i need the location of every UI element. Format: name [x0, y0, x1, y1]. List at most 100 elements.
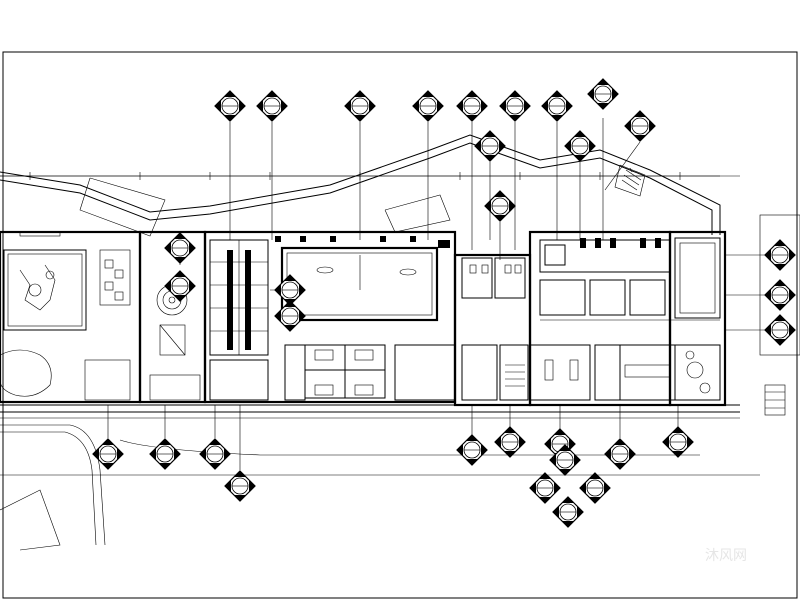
callout-symbol [344, 90, 376, 122]
callout-arrow [495, 436, 501, 448]
callout-arrow [597, 79, 609, 85]
callout-arrow [589, 473, 601, 479]
callout-arrow [281, 100, 287, 112]
sheet-border [2, 51, 798, 599]
callout-arrow [494, 191, 506, 197]
swimming-pool [275, 236, 450, 322]
callout-arrow [224, 91, 236, 97]
callout-arrow [275, 284, 281, 296]
callout-arrow [614, 463, 626, 469]
callout-arrow [224, 448, 230, 460]
callout-symbol [764, 279, 796, 311]
callout-arrow [117, 448, 123, 460]
callout-symbol [274, 274, 306, 306]
callout-symbol [256, 90, 288, 122]
callout-arrow [789, 249, 795, 261]
callout-arrow [789, 289, 795, 301]
callout-arrow [604, 482, 610, 494]
callout-arrow [174, 271, 186, 277]
lower-right-rooms [529, 344, 721, 401]
callout-symbol [579, 472, 611, 504]
callout-symbol [214, 90, 246, 122]
callout-arrow [634, 111, 646, 117]
callout-symbol [764, 314, 796, 346]
callout-arrow [422, 91, 434, 97]
fitness-room [539, 237, 721, 321]
callout-arrow [239, 100, 245, 112]
callout-arrow [605, 448, 611, 460]
callout-arrow [499, 140, 505, 152]
callout-arrow [589, 140, 595, 152]
callout-arrow [475, 140, 481, 152]
callout-arrow [485, 200, 491, 212]
callout-arrow [774, 304, 786, 310]
dimension-line-top [0, 172, 740, 180]
section-callouts [92, 78, 796, 528]
callout-symbol [662, 426, 694, 458]
callout-arrow [189, 280, 195, 292]
callout-arrow [569, 438, 575, 450]
callout-symbol [456, 434, 488, 466]
callout-symbol [499, 90, 531, 122]
callout-arrow [200, 448, 206, 460]
callout-arrow [284, 325, 296, 331]
callout-arrow [562, 521, 574, 527]
callout-arrow [284, 301, 296, 307]
callout-arrow [484, 155, 496, 161]
callout-arrow [266, 91, 278, 97]
callout-arrow [597, 103, 609, 109]
driveway [0, 424, 760, 551]
callout-arrow [554, 482, 560, 494]
callout-arrow [524, 100, 530, 112]
callout-arrow [257, 100, 263, 112]
callout-arrow [209, 439, 221, 445]
callout-arrow [215, 100, 221, 112]
callout-arrow [629, 448, 635, 460]
callout-arrow [225, 480, 231, 492]
callout-arrow [765, 289, 771, 301]
callout-arrow [625, 120, 631, 132]
callout-symbol [456, 90, 488, 122]
callout-symbol [149, 438, 181, 470]
callout-arrow [774, 315, 786, 321]
callout-arrow [150, 448, 156, 460]
callout-arrow [354, 115, 366, 121]
callout-arrow [354, 91, 366, 97]
callout-arrow [509, 91, 521, 97]
callout-arrow [234, 471, 246, 477]
callout-arrow [612, 88, 618, 100]
callout-arrow [93, 448, 99, 460]
callout-arrow [437, 100, 443, 112]
callout-arrow [672, 451, 684, 457]
callout-symbol [224, 470, 256, 502]
callout-arrow [562, 497, 574, 503]
service-rooms [461, 257, 529, 401]
callout-arrow [765, 324, 771, 336]
callout-arrow [466, 435, 478, 441]
callout-arrow [774, 339, 786, 345]
callout-arrow [565, 140, 571, 152]
watermark-text: 沐风网 [705, 548, 747, 564]
callout-arrow [504, 451, 516, 457]
callout-symbol [164, 232, 196, 264]
callout-arrow [494, 215, 506, 221]
callout-arrow [500, 100, 506, 112]
callout-arrow [789, 324, 795, 336]
callout-arrow [574, 131, 586, 137]
callout-arrow [519, 436, 525, 448]
callout-symbol [92, 438, 124, 470]
callout-arrow [774, 280, 786, 286]
callout-arrow [551, 115, 563, 121]
callout-arrow [102, 463, 114, 469]
callout-arrow [530, 482, 536, 494]
callout-arrow [559, 445, 571, 451]
callout-arrow [566, 100, 572, 112]
callout-arrow [345, 100, 351, 112]
callout-arrow [545, 438, 551, 450]
callout-arrow [224, 115, 236, 121]
callout-symbol [764, 239, 796, 271]
callout-arrow [159, 463, 171, 469]
callout-arrow [249, 480, 255, 492]
callout-arrow [504, 427, 516, 433]
